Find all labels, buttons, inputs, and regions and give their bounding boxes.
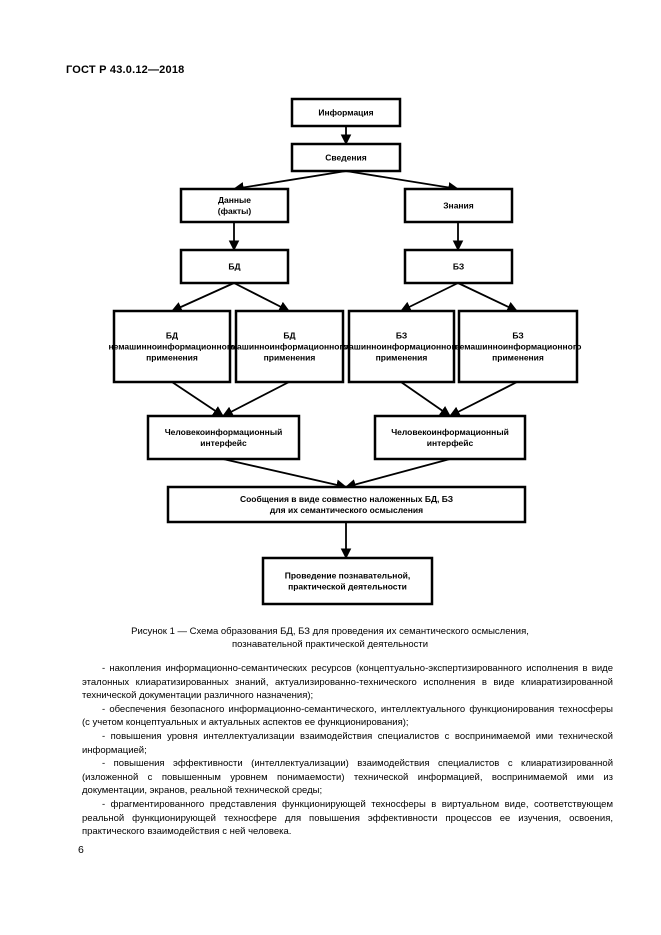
arrow — [171, 282, 235, 312]
node-label: БЗ — [512, 331, 523, 341]
node-znaniya: Знания — [403, 187, 514, 224]
node-bd: БД — [179, 248, 290, 285]
arrow — [171, 381, 224, 417]
node-label: применения — [492, 353, 544, 363]
node-box — [373, 414, 527, 461]
node-label: Человекоинформационный — [391, 427, 509, 437]
paragraph: - накопления информационно-семантических… — [82, 663, 613, 702]
caption-line-1: Рисунок 1 — Схема образования БД, БЗ для… — [131, 626, 529, 637]
arrow — [222, 458, 348, 491]
arrow — [233, 282, 290, 312]
node-svedeniya: Сведения — [290, 142, 402, 173]
node-box — [179, 248, 290, 285]
node-label: БЗ — [396, 331, 407, 341]
node-dannye: Данные(факты) — [179, 187, 290, 224]
node-label: Проведение познавательной, — [285, 571, 410, 581]
arrow — [457, 282, 518, 312]
body-text: - накопления информационно-семантических… — [82, 662, 613, 839]
node-label: Знания — [443, 201, 474, 211]
node-label: немашинноинформационного — [108, 342, 235, 352]
caption-line-2: познавательной практической деятельности — [231, 639, 429, 650]
node-label: немашинноинформационного — [454, 342, 581, 352]
node-label: применения — [146, 353, 198, 363]
node-box — [112, 309, 232, 384]
node-box — [403, 187, 514, 224]
arrow — [400, 282, 459, 312]
node-label: для их семантического осмысления — [270, 505, 423, 515]
arrow — [222, 381, 290, 417]
node-box — [234, 309, 345, 384]
node-label: БД — [166, 331, 178, 341]
paragraph: - повышения уровня интеллектуализации вз… — [82, 730, 613, 756]
node-label: машинноинформационного — [231, 342, 348, 352]
node-label: интерфейс — [427, 438, 474, 448]
node-messages: Сообщения в виде совместно наложенных БД… — [166, 485, 527, 524]
node-activity: Проведение познавательной,практической д… — [261, 556, 434, 606]
node-label: Данные — [218, 195, 251, 205]
node-label: (факты) — [218, 206, 252, 216]
node-label: БД — [283, 331, 295, 341]
node-box — [146, 414, 301, 461]
arrow — [449, 381, 518, 417]
arrow — [345, 170, 460, 193]
arrow — [400, 381, 451, 417]
node-box — [457, 309, 579, 384]
arrow — [344, 458, 451, 490]
node-label: Сведения — [325, 153, 366, 163]
node-box — [403, 248, 514, 285]
node-label: интерфейс — [200, 438, 247, 448]
node-box — [179, 187, 290, 224]
paragraph: - обеспечения безопасного информационно-… — [82, 703, 613, 729]
node-info: Информация — [290, 97, 402, 128]
node-label: практической деятельности — [288, 582, 407, 592]
node-label: Человекоинформационный — [165, 427, 283, 437]
document-code: ГОСТ Р 43.0.12—2018 — [66, 64, 185, 76]
node-box — [347, 309, 456, 384]
node-label: БЗ — [453, 262, 464, 272]
node-box — [261, 556, 434, 606]
node-label: применения — [264, 353, 316, 363]
paragraph: - повышения эффективности (интеллектуали… — [82, 758, 613, 797]
node-bz: БЗ — [403, 248, 514, 285]
figure-caption: Рисунок 1 — Схема образования БД, БЗ для… — [80, 625, 580, 651]
diagram-edges — [171, 126, 518, 560]
node-label: Информация — [318, 108, 373, 118]
node-label: Сообщения в виде совместно наложенных БД… — [240, 494, 453, 504]
node-box — [290, 142, 402, 173]
node-box — [166, 485, 527, 524]
page-number: 6 — [78, 844, 84, 856]
arrow — [232, 170, 347, 193]
node-box — [290, 97, 402, 128]
node-label: БД — [228, 262, 240, 272]
paragraph: - фрагментированного представления функц… — [82, 798, 613, 838]
node-label: применения — [376, 353, 428, 363]
node-label: машинноинформационного — [343, 342, 460, 352]
